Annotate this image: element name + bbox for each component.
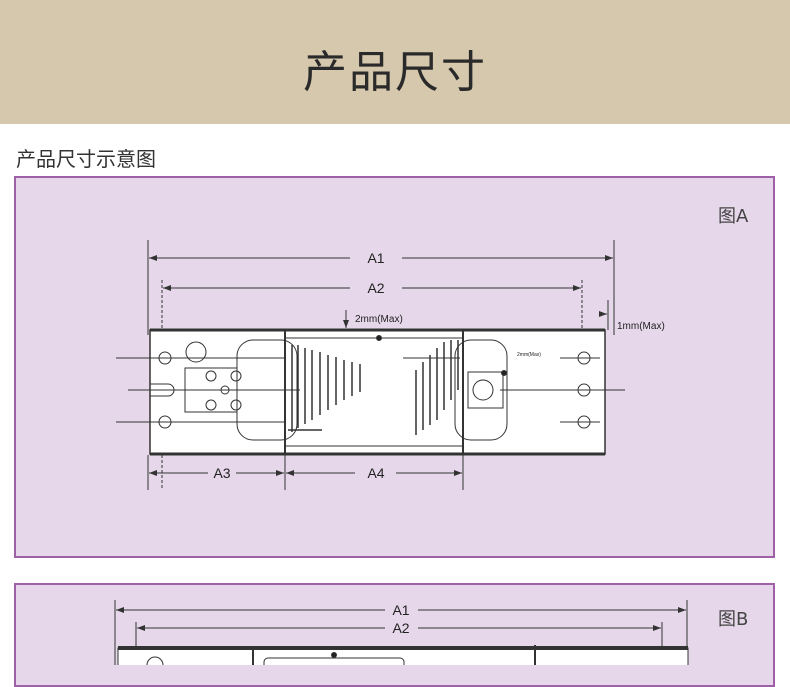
header-banner: 产品尺寸 [0, 0, 790, 124]
figure-a-label: 图A [718, 206, 749, 227]
section-title: 产品尺寸示意图 [16, 147, 156, 171]
figure-a-diagram [16, 178, 773, 556]
figure-b-panel: 图B [14, 583, 775, 687]
figure-a-panel: 图A [14, 176, 775, 558]
page-title: 产品尺寸 [303, 47, 487, 98]
figure-b-label: 图B [718, 609, 749, 630]
